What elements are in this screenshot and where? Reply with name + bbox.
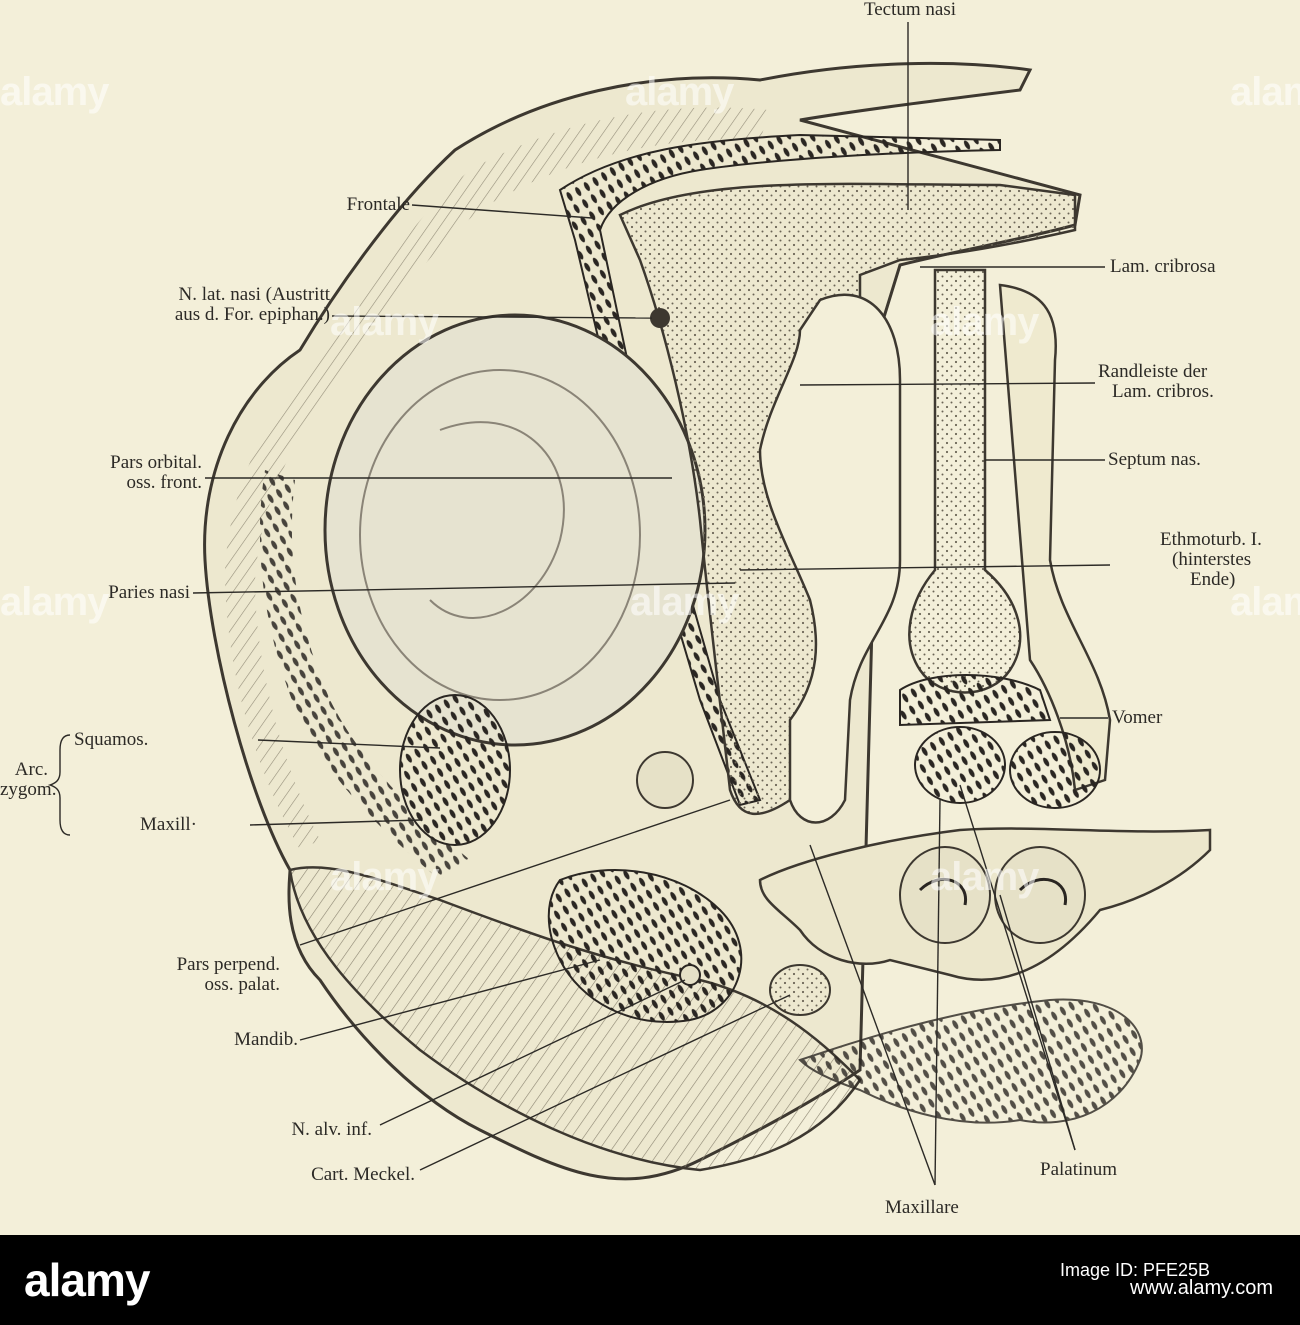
label-n-lat-nasi-2: aus d. For. epiphan.) <box>174 304 330 325</box>
label-n-alv-inf: N. alv. inf. <box>291 1119 372 1140</box>
leader-pars-perpend <box>299 799 731 946</box>
leader-randleiste <box>799 382 1096 386</box>
label-arc-2: zygom. <box>0 779 57 800</box>
leader-maxillare-2 <box>934 799 941 1186</box>
leader-cart-meckel <box>419 994 791 1171</box>
watermark: alamy <box>1230 70 1300 114</box>
label-pars-orbital-2: oss. front. <box>126 472 202 493</box>
nerve-circle <box>636 751 694 809</box>
label-frontale: Frontale <box>346 194 410 215</box>
palatinum-left <box>914 726 1006 804</box>
label-tectum-nasi: Tectum nasi <box>863 0 957 20</box>
nasal-wall-right <box>998 283 1112 792</box>
label-ethmoturb-3: Ende) <box>1190 569 1236 590</box>
leader-maxillare-1 <box>809 844 936 1186</box>
leader-palatinum-2 <box>959 784 1076 1151</box>
n-alv-inf-dot <box>679 964 701 986</box>
leader-frontale <box>411 204 593 219</box>
nasal-cavity-left <box>758 293 902 824</box>
label-randleiste-1: Randleiste der <box>1098 361 1208 382</box>
label-vomer: Vomer <box>1112 707 1163 728</box>
label-paries-nasi: Paries nasi <box>108 582 190 603</box>
vomer <box>899 674 1052 727</box>
leader-n-alv-inf <box>379 979 686 1126</box>
alamy-logo: alamy <box>24 1254 150 1306</box>
watermark: alamy <box>930 300 1039 344</box>
watermark: alamy <box>625 70 734 114</box>
palatinum-right <box>1009 731 1101 809</box>
leader-palatinum-1 <box>999 894 1076 1151</box>
label-arc-1: Arc. <box>14 759 48 780</box>
leader-squamos <box>257 739 441 749</box>
label-squamos: Squamos. <box>74 729 149 750</box>
mandible-region <box>288 866 862 1172</box>
meckel-cartilage <box>769 964 831 1016</box>
zygomatic-band <box>259 470 470 880</box>
leader-maxill <box>249 819 421 826</box>
label-maxill: Maxill· <box>140 814 197 835</box>
eye-lens <box>359 369 641 701</box>
image-url: www.alamy.com <box>1130 1277 1273 1299</box>
label-randleiste-2: Lam. cribros. <box>1112 381 1214 402</box>
watermark: alamy <box>930 855 1039 899</box>
label-maxillare: Maxillare <box>885 1197 959 1218</box>
label-lam-cribrosa: Lam. cribrosa <box>1110 256 1216 277</box>
label-cart-meckel: Cart. Meckel. <box>311 1164 415 1185</box>
watermark: alamy <box>0 70 109 114</box>
eye-inner-fold <box>429 421 565 619</box>
watermark: alamy <box>330 300 439 344</box>
tooth-germ-swirl <box>918 877 1067 906</box>
soft-tissue <box>225 107 770 850</box>
label-pars-perpend-1: Pars perpend. <box>176 954 280 975</box>
leader-n-lat-nasi <box>331 315 653 319</box>
leader-ethmoturb <box>739 564 1111 571</box>
squamosal-oval <box>399 694 511 846</box>
label-septum-nas: Septum nas. <box>1108 449 1201 470</box>
watermark: alamy <box>630 580 739 624</box>
leader-paries-nasi <box>192 582 736 594</box>
eyeball <box>323 313 707 747</box>
watermark: alamy <box>330 855 439 899</box>
label-pars-orbital-1: Pars orbital. <box>110 452 202 473</box>
stock-footer: alamy Image ID: PFE25B www.alamy.com <box>0 1235 1300 1325</box>
image-id-caption: Image ID: PFE25B <box>1060 1260 1211 1280</box>
label-pars-perpend-2: oss. palat. <box>204 974 280 995</box>
watermark: alamy <box>1230 580 1300 624</box>
leader-mandib <box>299 959 601 1041</box>
watermark: alamy <box>0 580 109 624</box>
label-ethmoturb-1: Ethmoturb. I. <box>1160 529 1262 550</box>
tooth-germ-left <box>899 846 991 944</box>
label-palatinum: Palatinum <box>1040 1159 1118 1180</box>
n-lat-nasi-dot <box>650 308 670 328</box>
arc-zygom-brace <box>47 734 71 836</box>
label-n-lat-nasi-1: N. lat. nasi (Austritt <box>178 284 330 305</box>
anatomical-section-drawing <box>47 22 1212 1186</box>
label-mandib: Mandib. <box>234 1029 298 1050</box>
label-ethmoturb-2: (hinterstes <box>1172 549 1252 570</box>
illustration-plate: Tectum nasi Frontale N. lat. nasi (Austr… <box>0 0 1300 1235</box>
